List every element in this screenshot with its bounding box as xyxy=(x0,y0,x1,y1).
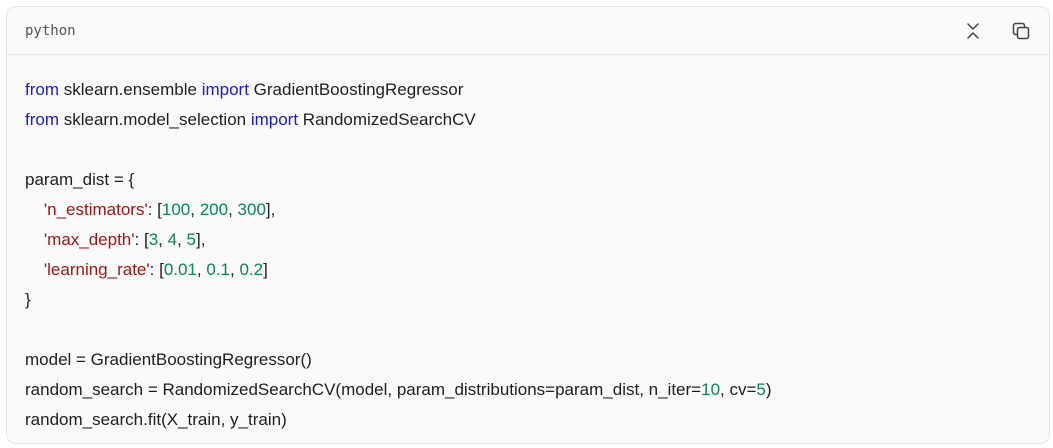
code-number: 10 xyxy=(701,380,721,399)
language-label: python xyxy=(25,22,76,39)
code-text: , xyxy=(230,260,240,279)
code-line: 'n_estimators': [100, 200, 300], xyxy=(25,195,1031,225)
code-text: model = GradientBoostingRegressor() xyxy=(25,350,312,369)
code-text: , xyxy=(190,200,200,219)
code-text: sklearn.model_selection xyxy=(59,110,251,129)
code-keyword: import xyxy=(250,110,299,129)
code-content: from sklearn.ensemble import GradientBoo… xyxy=(7,55,1049,435)
code-number: 100 xyxy=(161,200,191,219)
code-text: GradientBoostingRegressor xyxy=(248,80,464,99)
code-text: : [ xyxy=(134,230,149,249)
code-number: 300 xyxy=(237,200,266,219)
code-text: RandomizedSearchCV xyxy=(298,110,476,129)
code-line: 'learning_rate': [0.01, 0.1, 0.2] xyxy=(25,255,1031,285)
code-block-header: python xyxy=(7,7,1049,55)
code-number: 5 xyxy=(186,230,196,249)
code-number: 0.1 xyxy=(206,260,230,279)
code-text xyxy=(25,260,44,279)
code-text: ] xyxy=(263,260,268,279)
code-text: , xyxy=(228,200,238,219)
code-line: random_search = RandomizedSearchCV(model… xyxy=(25,375,1031,405)
code-number: 5 xyxy=(756,380,766,399)
code-number: 4 xyxy=(167,230,178,249)
copy-icon[interactable] xyxy=(1011,21,1031,41)
code-line: model = GradientBoostingRegressor() xyxy=(25,345,1031,375)
code-line xyxy=(25,315,1031,345)
code-text: ) xyxy=(765,380,772,399)
code-block-actions xyxy=(963,21,1031,41)
code-text: random_search = RandomizedSearchCV(model… xyxy=(25,380,702,399)
code-keyword: from xyxy=(25,80,59,99)
code-text: ], xyxy=(196,230,206,249)
code-text: , cv= xyxy=(720,380,757,399)
code-text: , xyxy=(196,260,207,279)
code-line xyxy=(25,135,1031,165)
code-line: } xyxy=(25,285,1031,315)
code-string: 'n_estimators' xyxy=(43,200,148,219)
code-keyword: import xyxy=(201,80,249,99)
code-line: param_dist = { xyxy=(25,165,1031,195)
code-number: 200 xyxy=(199,200,229,219)
code-line: 'max_depth': [3, 4, 5], xyxy=(25,225,1031,255)
code-text xyxy=(25,230,44,249)
code-block: python from sklearn.ensemble import Grad… xyxy=(6,6,1050,444)
code-text: } xyxy=(25,290,31,309)
collapse-icon[interactable] xyxy=(963,21,983,41)
code-text: : [ xyxy=(149,260,164,279)
code-string: 'max_depth' xyxy=(43,230,135,249)
code-number: 0.01 xyxy=(163,260,197,279)
code-keyword: from xyxy=(25,110,59,129)
code-text: ], xyxy=(265,200,276,219)
code-number: 3 xyxy=(148,230,159,249)
code-line: from sklearn.ensemble import GradientBoo… xyxy=(25,75,1031,105)
code-text: param_dist = { xyxy=(25,170,135,189)
code-number: 0.2 xyxy=(239,260,264,279)
code-text: : [ xyxy=(147,200,162,219)
code-text: , xyxy=(177,230,187,249)
code-text xyxy=(25,200,44,219)
code-text: sklearn.ensemble xyxy=(59,80,202,99)
code-text: , xyxy=(158,230,168,249)
code-text: random_search.fit(X_train, y_train) xyxy=(25,410,287,429)
code-line: from sklearn.model_selection import Rand… xyxy=(25,105,1031,135)
code-line: random_search.fit(X_train, y_train) xyxy=(25,405,1031,435)
code-string: 'learning_rate' xyxy=(43,260,150,279)
